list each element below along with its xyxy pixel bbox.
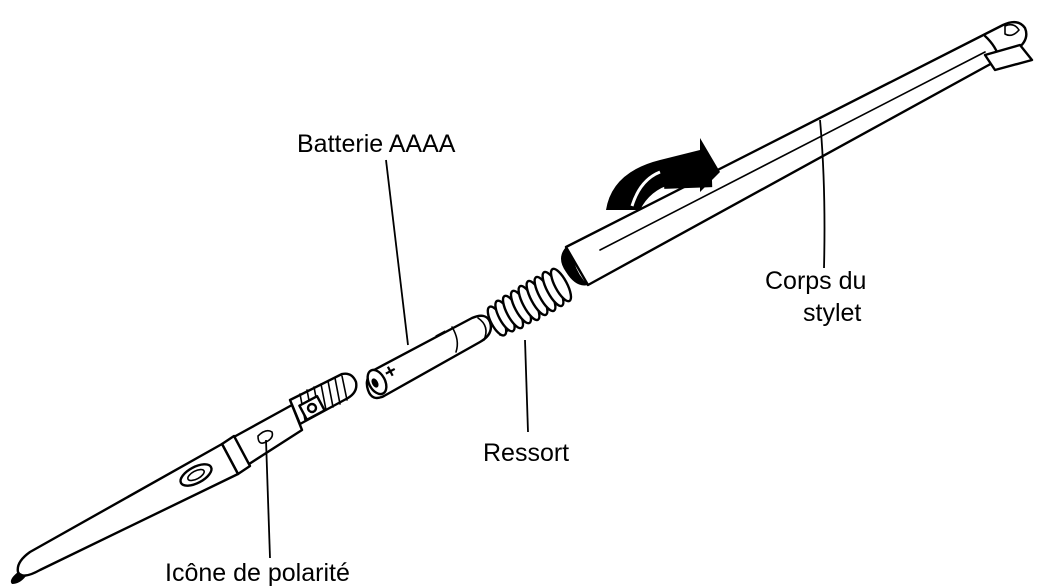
aaaa-battery: + – (365, 314, 493, 400)
rotation-arrow-icon (606, 138, 720, 210)
pen-lower-section (10, 372, 358, 584)
pen-body-leader-line (819, 119, 826, 269)
pen-body-barrel (561, 20, 1034, 287)
pen-body-label-line-2: stylet (803, 299, 861, 327)
battery-label: Batterie AAAA (297, 130, 456, 158)
battery-leader-line (385, 159, 409, 346)
spring-label: Ressort (483, 439, 569, 467)
polarity-icon-label: Icône de polarité (165, 559, 350, 587)
pen-body-label-line-1: Corps du (765, 267, 866, 295)
pen-body-label: Corps du stylet (765, 267, 866, 327)
polarity-leader-line (265, 439, 271, 559)
spring (486, 267, 573, 337)
spring-leader-line (524, 339, 529, 433)
